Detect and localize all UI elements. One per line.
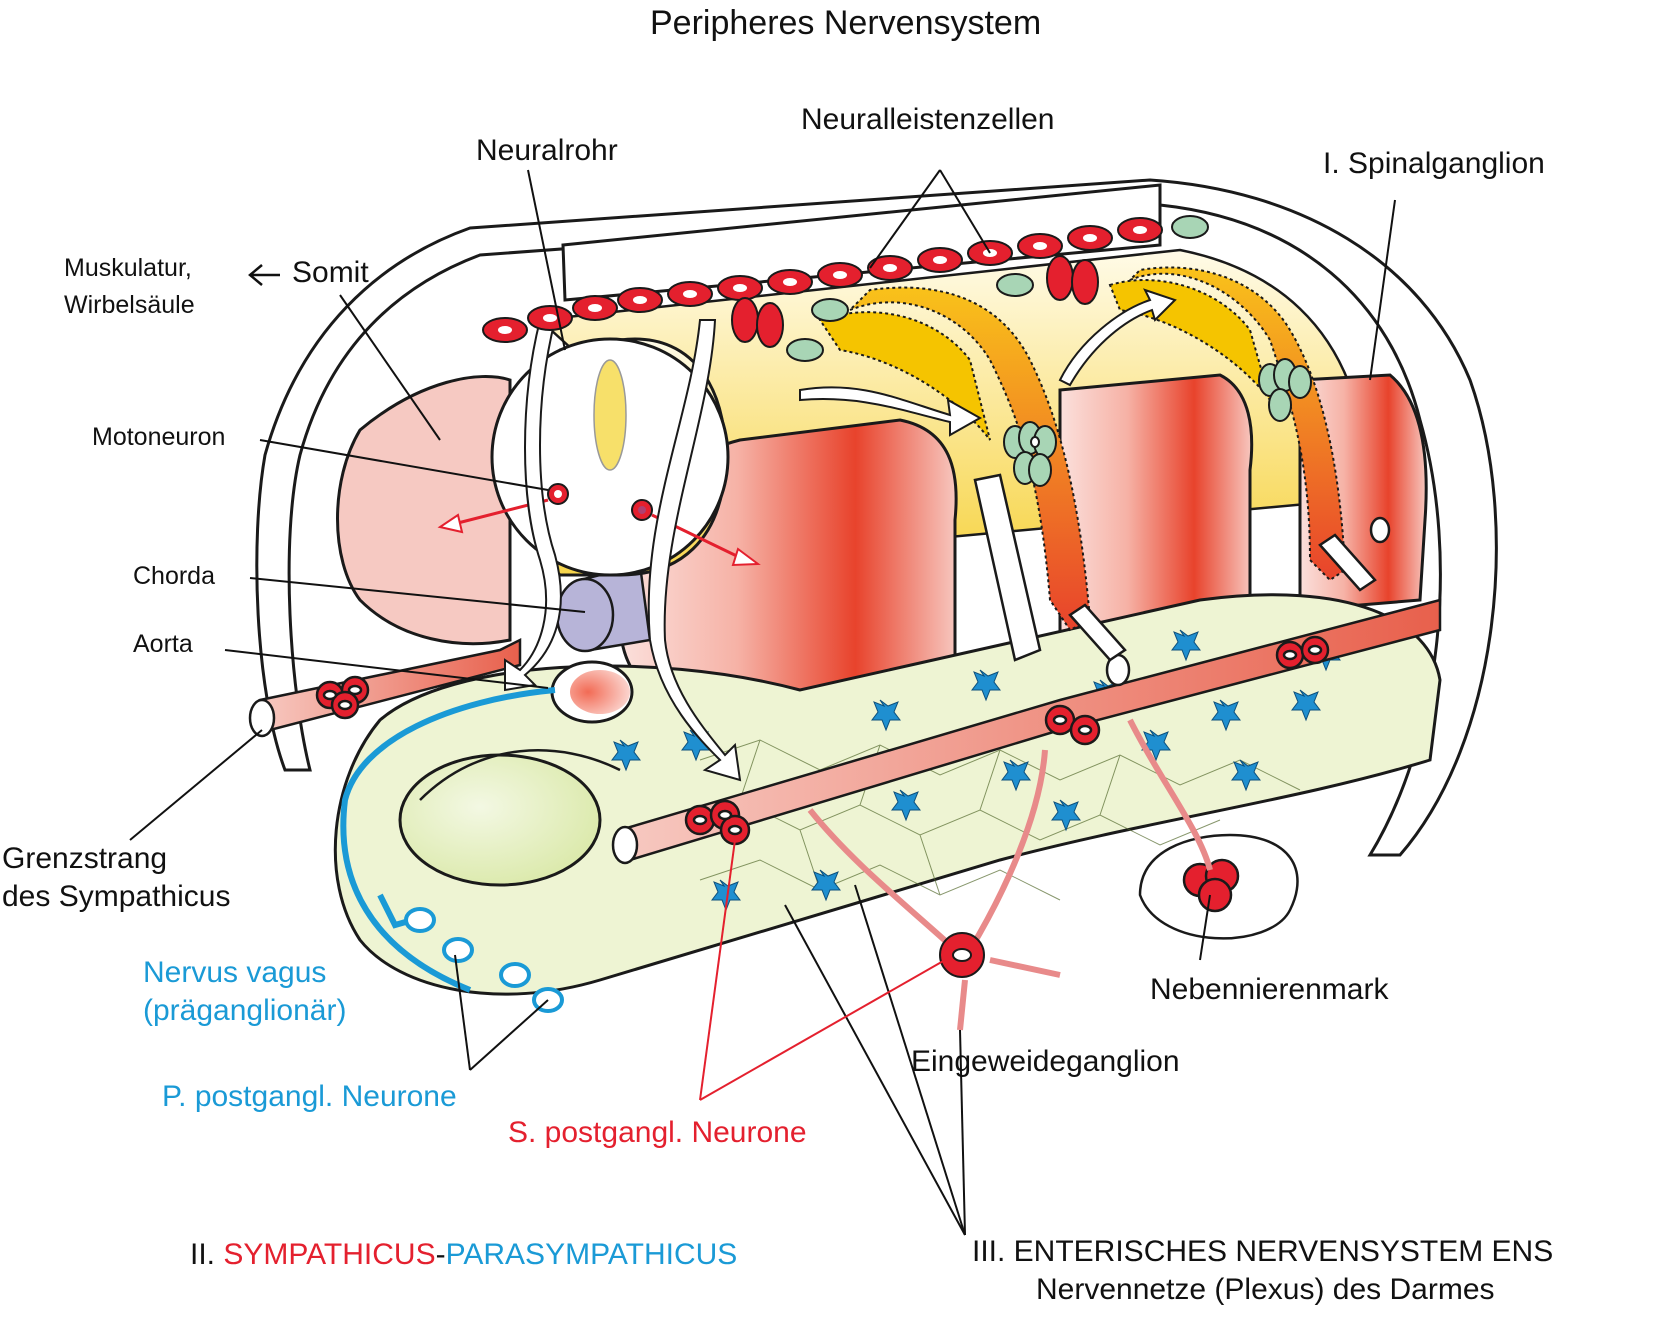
section-ii-heading: II. SYMPATHICUS-PARASYMPATHICUS	[190, 1238, 737, 1273]
label-wirbelsaeule: Wirbelsäule	[64, 291, 195, 319]
section-ii-dash: -	[435, 1238, 446, 1271]
label-neuralrohr: Neuralrohr	[476, 134, 618, 167]
label-s-postgangl-neurone: S. postgangl. Neurone	[508, 1116, 807, 1149]
label-chorda: Chorda	[133, 562, 215, 590]
chorda	[555, 563, 652, 653]
section-ii-sympathicus: SYMPATHICUS	[223, 1238, 436, 1271]
visceral-ganglion	[807, 718, 1213, 1031]
label-aorta: Aorta	[133, 630, 193, 658]
label-motoneuron: Motoneuron	[92, 423, 226, 451]
aorta	[550, 660, 634, 724]
section-iii-heading-line1: III. ENTERISCHES NERVENSYSTEM ENS	[972, 1235, 1554, 1268]
label-grenzstrang-line2: des Sympathicus	[2, 880, 231, 913]
arrow-left-icon	[248, 264, 280, 286]
label-grenzstrang-line1: Grenzstrang	[2, 842, 168, 875]
label-somit: Somit	[292, 256, 369, 289]
section-ii-prefix: II.	[190, 1238, 224, 1271]
label-muskulatur: Muskulatur,	[64, 254, 192, 282]
spinal-nerve-rods	[973, 473, 1391, 687]
sympathetic-chain-upper	[248, 637, 522, 738]
label-nervus-vagus-line1: Nervus vagus	[143, 956, 327, 989]
label-nervus-vagus-line2: (präganglionär)	[143, 994, 347, 1027]
label-neuralleistenzellen: Neuralleistenzellen	[801, 103, 1055, 136]
section-iii-heading-line2: Nervennetze (Plexus) des Darmes	[1036, 1273, 1495, 1306]
leader-lines	[129, 169, 1396, 1236]
label-eingeweideganglion: Eingeweideganglion	[911, 1045, 1180, 1078]
spinal-ganglion-cells	[786, 215, 1312, 487]
adrenal-medulla	[1138, 833, 1299, 940]
section-ii-parasympathicus: PARASYMPATHICUS	[445, 1238, 738, 1271]
label-spinalganglion: I. Spinalganglion	[1323, 147, 1545, 180]
label-p-postgangl-neurone: P. postgangl. Neurone	[162, 1080, 457, 1113]
parasympathetic-postganglionic-neurons	[404, 907, 564, 1013]
red-leader-lines	[699, 839, 946, 1101]
diagram-title: Peripheres Nervensystem	[650, 4, 1042, 42]
label-nebennierenmark: Nebennierenmark	[1150, 973, 1389, 1006]
enteric-neurons	[611, 629, 1341, 912]
sympathetic-chain-lower	[611, 598, 1442, 865]
neural-crest-nuclei	[498, 226, 1147, 334]
